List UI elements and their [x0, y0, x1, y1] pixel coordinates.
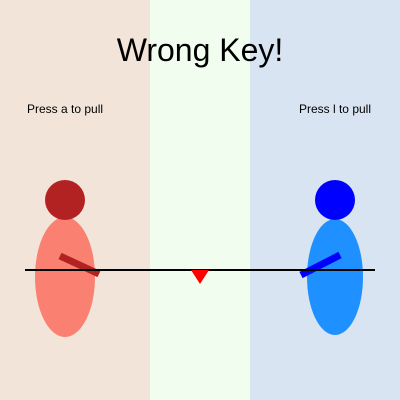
right-player — [299, 180, 363, 335]
triangle-down-icon — [191, 270, 209, 284]
right-player-instruction: Press l to pull — [298, 102, 371, 116]
right-player-body — [307, 219, 363, 335]
right-player-arm — [299, 251, 342, 279]
center-zone — [150, 0, 250, 400]
left-player-body — [35, 217, 95, 337]
left-player — [35, 180, 101, 337]
left-player-head — [45, 180, 85, 220]
left-player-instruction: Press a to pull — [27, 102, 104, 116]
right-player-head — [315, 180, 355, 220]
status-message: Wrong Key! — [116, 32, 284, 68]
